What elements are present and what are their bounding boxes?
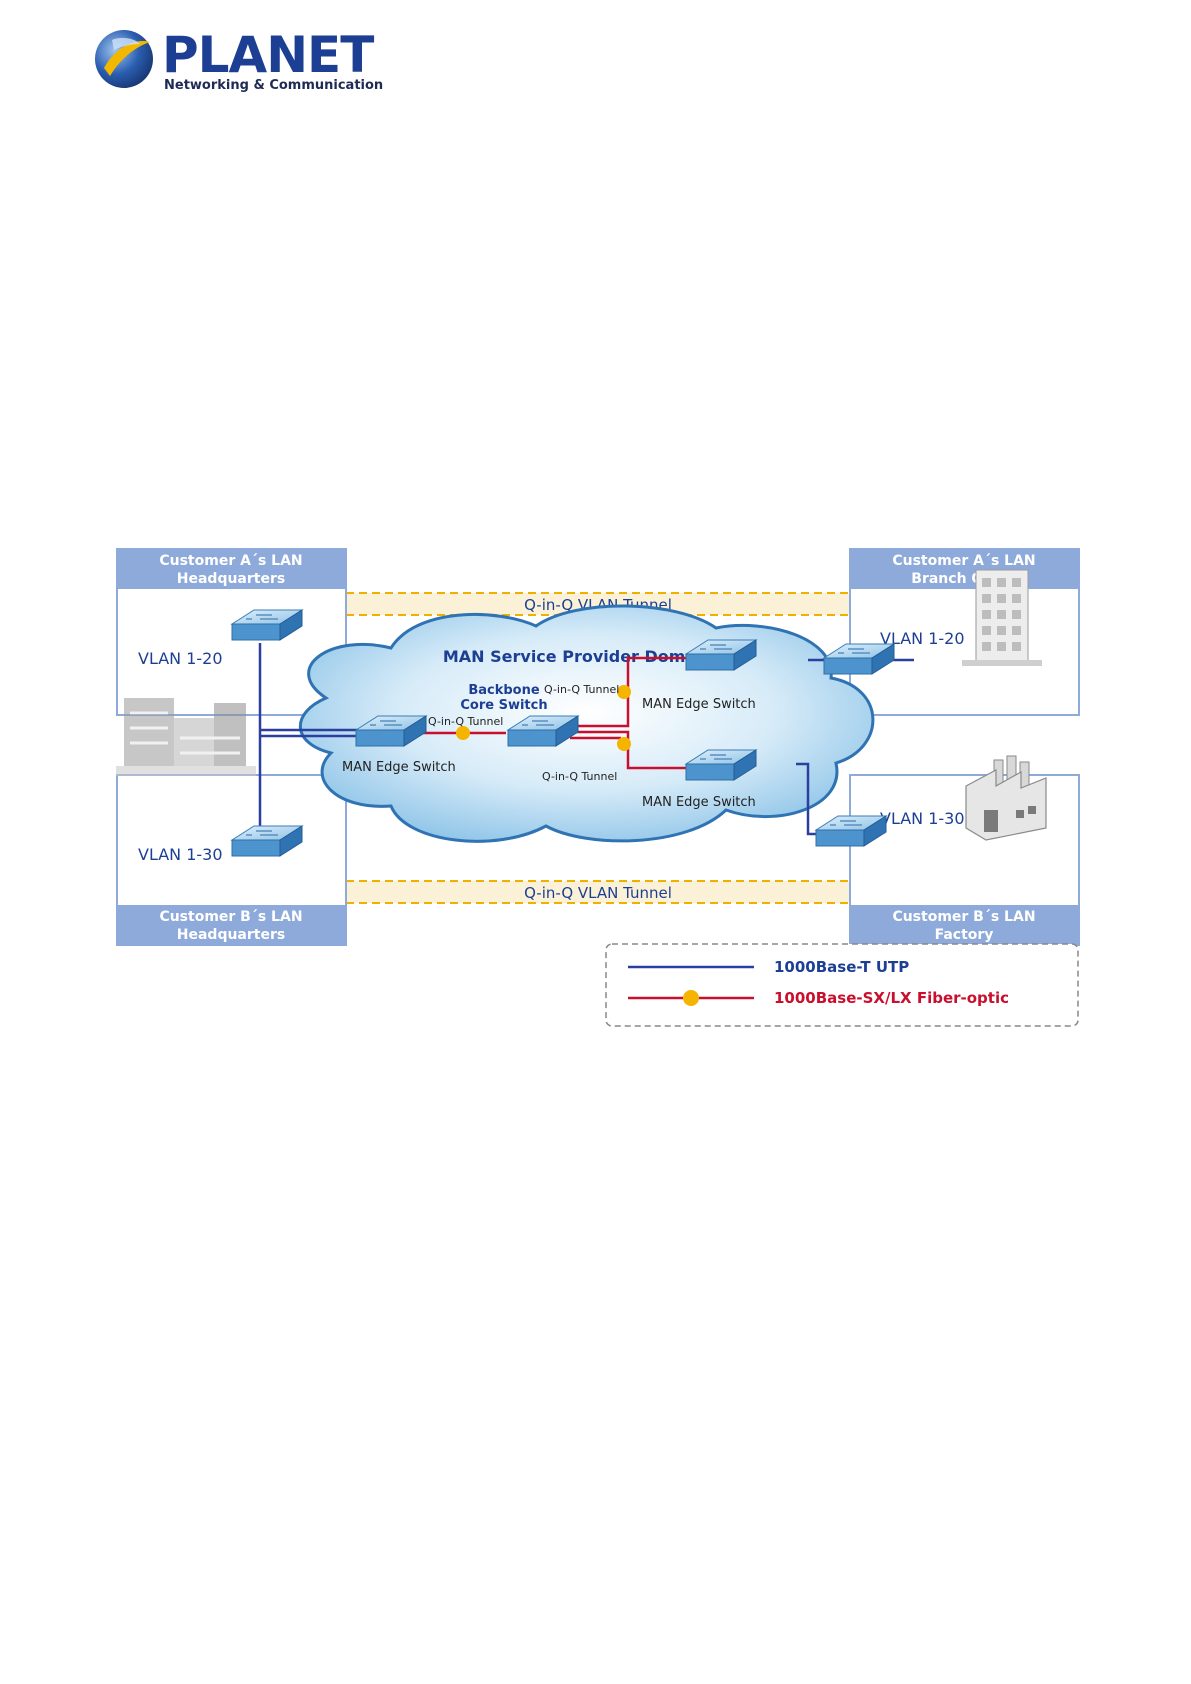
branch-office-building-icon [962,569,1042,666]
vlan-a-branch: VLAN 1-20 [880,629,965,648]
backbone-label-1: Backbone [468,683,540,698]
vlan-b-factory: VLAN 1-30 [880,809,965,828]
legend-fiber-dot [683,990,699,1006]
globe-icon [95,30,153,88]
edge-left-label: MAN Edge Switch [342,760,456,775]
logo-wordmark: PLANET [162,26,374,84]
fiber-dots [456,685,631,751]
legend: 1000Base-T UTP 1000Base-SX/LX Fiber-opti… [605,943,1079,1027]
panel-b-hq-title: Customer B´s LAN [159,909,302,925]
legend-fiber-label: 1000Base-SX/LX Fiber-optic [774,989,1009,1007]
tunnel-label-upper: Q-in-Q Tunnel [544,683,619,696]
panel-a-branch-title: Customer A´s LAN [892,553,1035,569]
edge-bottom-right-label: MAN Edge Switch [642,795,756,810]
qinq-network-diagram: Q-in-Q VLAN Tunnel Q-in-Q VLAN Tunnel Cu… [116,548,1080,1050]
panel-customer-b-hq: Customer B´s LAN Headquarters VLAN 1-30 [116,774,347,946]
edge-top-right-label: MAN Edge Switch [642,697,756,712]
tunnel-band-bottom: Q-in-Q VLAN Tunnel [346,880,850,904]
panel-b-hq-subtitle: Headquarters [177,927,285,943]
panel-a-hq-subtitle: Headquarters [177,571,285,587]
planet-logo: PLANET Networking & Communication [92,26,383,98]
hq-building-icon [116,698,256,776]
logo-tagline: Networking & Communication [164,78,384,93]
tunnel-label-lower: Q-in-Q Tunnel [542,770,617,783]
panel-customer-a-hq: Customer A´s LAN Headquarters VLAN 1-20 [116,548,347,716]
panel-b-factory-subtitle: Factory [935,927,994,943]
tunnel-band-top: Q-in-Q VLAN Tunnel [346,592,850,616]
panel-b-factory-title: Customer B´s LAN [892,909,1035,925]
backbone-label-2: Core Switch [460,698,547,713]
vlan-b-hq: VLAN 1-30 [138,845,223,864]
cloud-title: MAN Service Provider Domain [443,647,713,666]
legend-utp-label: 1000Base-T UTP [774,958,909,976]
panel-a-hq-title: Customer A´s LAN [159,553,302,569]
panel-customer-a-branch: Customer A´s LAN Branch Office VLAN 1-20 [849,548,1080,716]
tunnel-label-left: Q-in-Q Tunnel [428,715,503,728]
factory-building-icon [965,755,1047,841]
tunnel-bottom-label: Q-in-Q VLAN Tunnel [524,884,672,902]
vlan-a-hq: VLAN 1-20 [138,649,223,668]
